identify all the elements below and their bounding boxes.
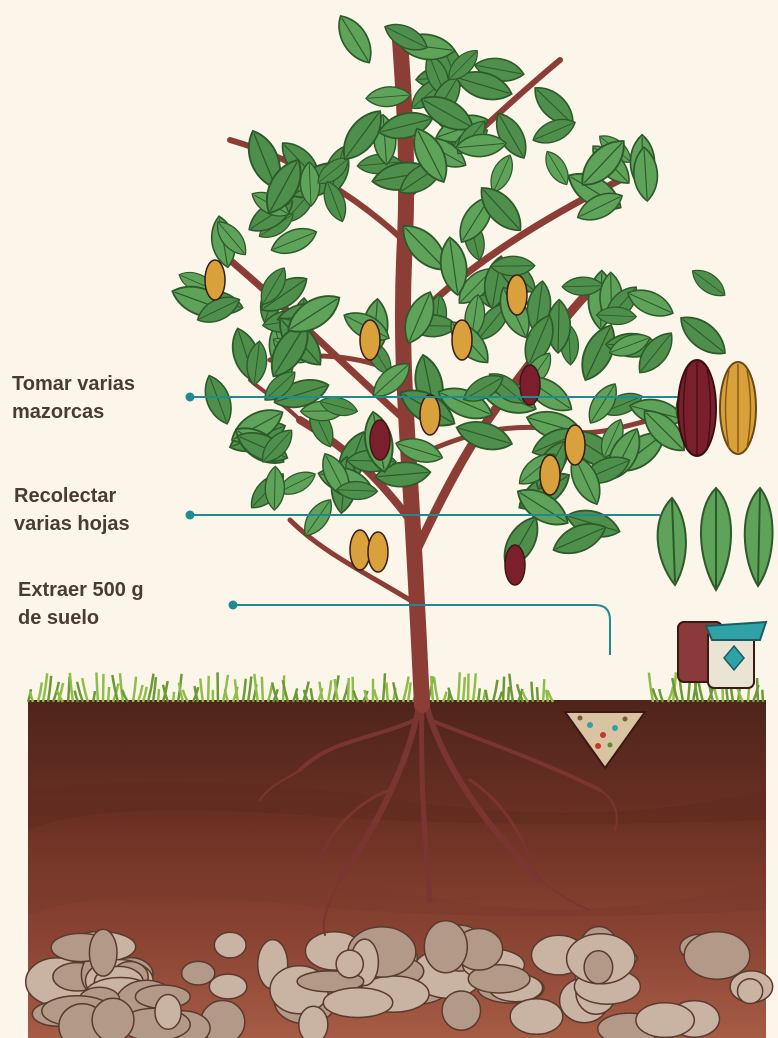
label-pods: Tomar varias mazorcas (12, 370, 135, 426)
grass-blade (311, 688, 313, 702)
grass-blade (43, 673, 47, 702)
grass-blade (348, 678, 349, 702)
grass-blade (328, 680, 331, 702)
rock (92, 998, 134, 1038)
rock (323, 988, 392, 1018)
grass-blade (268, 685, 272, 702)
tree-pod (540, 455, 560, 495)
grass-blade (133, 677, 136, 702)
rock (299, 1006, 328, 1038)
grass-blade (408, 682, 411, 702)
rock (738, 979, 763, 1004)
leader-dots (186, 393, 238, 610)
label-leaves: Recolectar varias hojas (14, 482, 130, 538)
cacao-pod-icon (678, 360, 756, 456)
grass-blade (262, 677, 263, 702)
grass-blade (48, 676, 51, 702)
rock (442, 991, 480, 1030)
grass-blade (70, 673, 73, 702)
grass-blade (383, 673, 385, 702)
tree-pod (350, 530, 370, 570)
rock (424, 921, 467, 973)
soil-sample-bag-icon (678, 622, 766, 688)
rock (182, 961, 215, 985)
grass-blade (296, 692, 298, 702)
grass-blade (243, 679, 246, 702)
tree-leaf (673, 308, 732, 362)
grass-blade (508, 687, 509, 702)
rock (155, 995, 181, 1030)
grass-blade (386, 682, 388, 702)
grass-strip (28, 672, 763, 702)
tree-leaf (330, 10, 379, 69)
grass-blade (120, 673, 123, 702)
grass-blade (509, 674, 513, 702)
grass-blade (38, 682, 42, 702)
label-soil: Extraer 500 g de suelo (18, 576, 144, 632)
tree-leaf (540, 147, 574, 189)
rock (684, 932, 750, 979)
tree-pod (520, 365, 540, 405)
grass-blade (434, 677, 438, 702)
rock (209, 974, 247, 999)
grass-blade (537, 687, 538, 702)
grass-blade (248, 677, 251, 702)
tree-pod (370, 420, 390, 460)
tree-leaf (199, 372, 238, 428)
grass-blade (200, 678, 203, 702)
tree-pod (565, 425, 585, 465)
rock (214, 932, 246, 958)
grass-blade (493, 680, 497, 702)
grass-blade (649, 673, 653, 702)
grass-blade (503, 677, 504, 702)
tree-pod (505, 545, 525, 585)
tree-pod (368, 532, 388, 572)
grass-blade (757, 678, 758, 702)
tree-leaf (687, 264, 730, 302)
tree-pod (360, 320, 380, 360)
rock (510, 999, 563, 1035)
grass-blade (762, 690, 763, 702)
tree-pod (452, 320, 472, 360)
cacao-leaf-icon (658, 488, 773, 590)
tree-pod (507, 275, 527, 315)
grass-blade (458, 672, 460, 702)
grass-blade (108, 687, 109, 702)
grass-blade (158, 689, 159, 702)
grass-blade (463, 677, 465, 702)
rock (336, 950, 363, 978)
grass-blade (531, 682, 533, 702)
rock (89, 929, 117, 976)
grass-blade (468, 673, 469, 702)
grass-blade (82, 678, 88, 702)
grass-blade (138, 685, 143, 702)
grass-blade (143, 687, 147, 702)
grass-blade (478, 688, 480, 702)
grass-blade (173, 692, 174, 702)
grass-blade (96, 672, 98, 702)
tree-pod (205, 260, 225, 300)
grass-blade (208, 676, 209, 702)
tree-pod (420, 395, 440, 435)
grass-blade (473, 673, 476, 702)
rock (636, 1003, 694, 1038)
rock (584, 951, 613, 984)
grass-blade (543, 679, 544, 702)
